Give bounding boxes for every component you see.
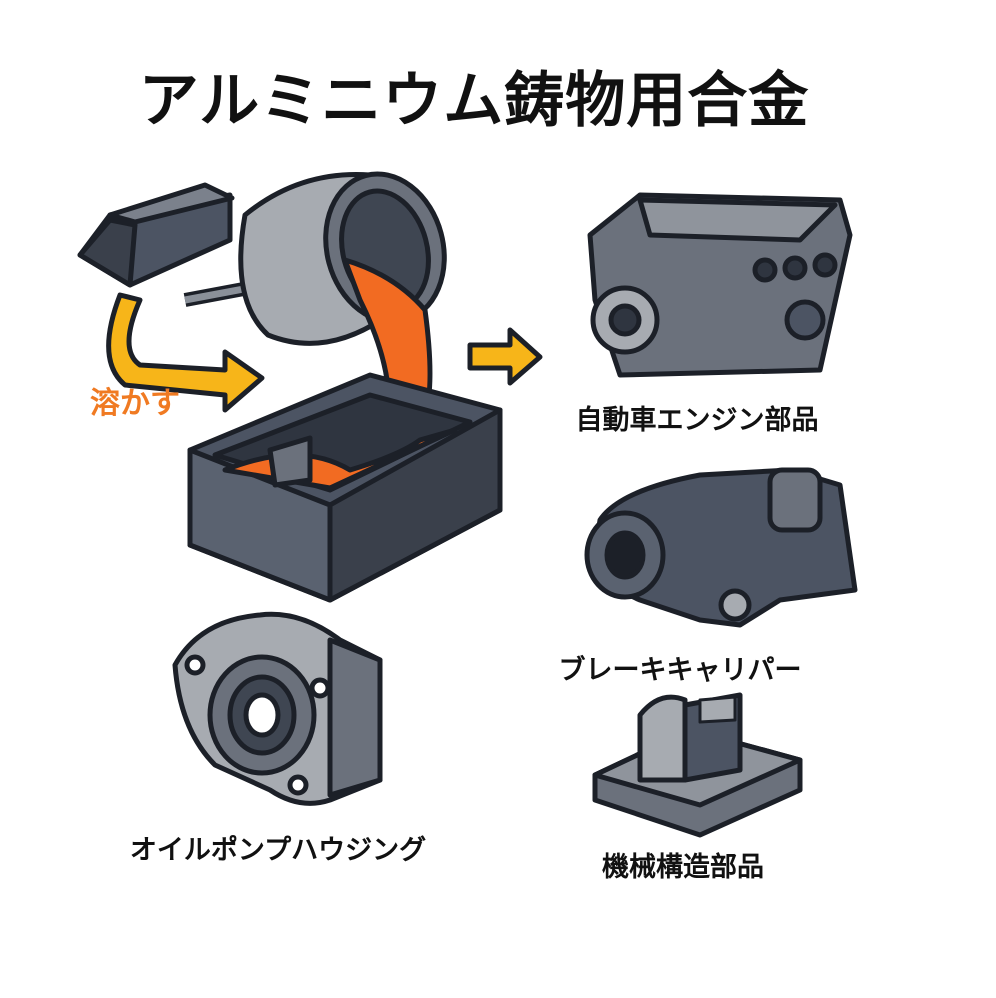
machine-part-icon (592, 692, 803, 838)
oil-pump-housing-label: オイルポンプハウジング (129, 835, 427, 866)
engine-parts-label: 自動車エンジン部品 (575, 405, 819, 436)
machine-part-label: 機械構造部品 (602, 852, 764, 883)
page-title: アルミニウム鋳物用合金 (138, 66, 810, 136)
melt-arrow-icon (106, 292, 265, 413)
ingot-icon (77, 182, 235, 288)
melt-label: 溶かす (90, 386, 180, 421)
engine-icon (587, 192, 853, 378)
brake-caliper-icon (584, 467, 858, 628)
arrow-right-icon (467, 327, 543, 386)
oil-pump-housing-icon (172, 611, 383, 806)
brake-caliper-label: ブレーキキャリパー (558, 655, 802, 686)
crucible-icon (183, 171, 447, 443)
mold-icon (187, 372, 503, 603)
